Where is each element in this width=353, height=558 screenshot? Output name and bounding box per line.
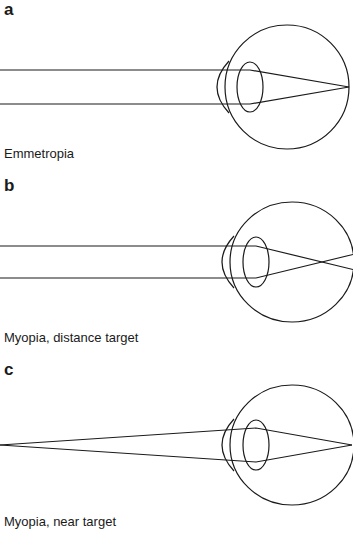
panel-caption: Myopia, distance target [4,330,138,346]
light-ray [0,246,353,270]
panel-letter: b [4,176,14,196]
eyeball [230,385,353,505]
lens [243,237,269,287]
eyeball [230,202,353,322]
light-ray [0,428,352,445]
cornea [222,236,234,288]
panel-letter: a [4,0,13,20]
panel-caption: Myopia, near target [4,514,116,530]
light-ray [0,445,352,462]
cornea [217,61,229,113]
cornea [222,419,234,471]
light-ray [0,87,349,104]
light-ray [0,70,349,87]
panel-caption: Emmetropia [4,146,74,162]
eyeball [225,25,349,149]
panel-letter: c [4,360,13,380]
light-ray [0,255,353,279]
